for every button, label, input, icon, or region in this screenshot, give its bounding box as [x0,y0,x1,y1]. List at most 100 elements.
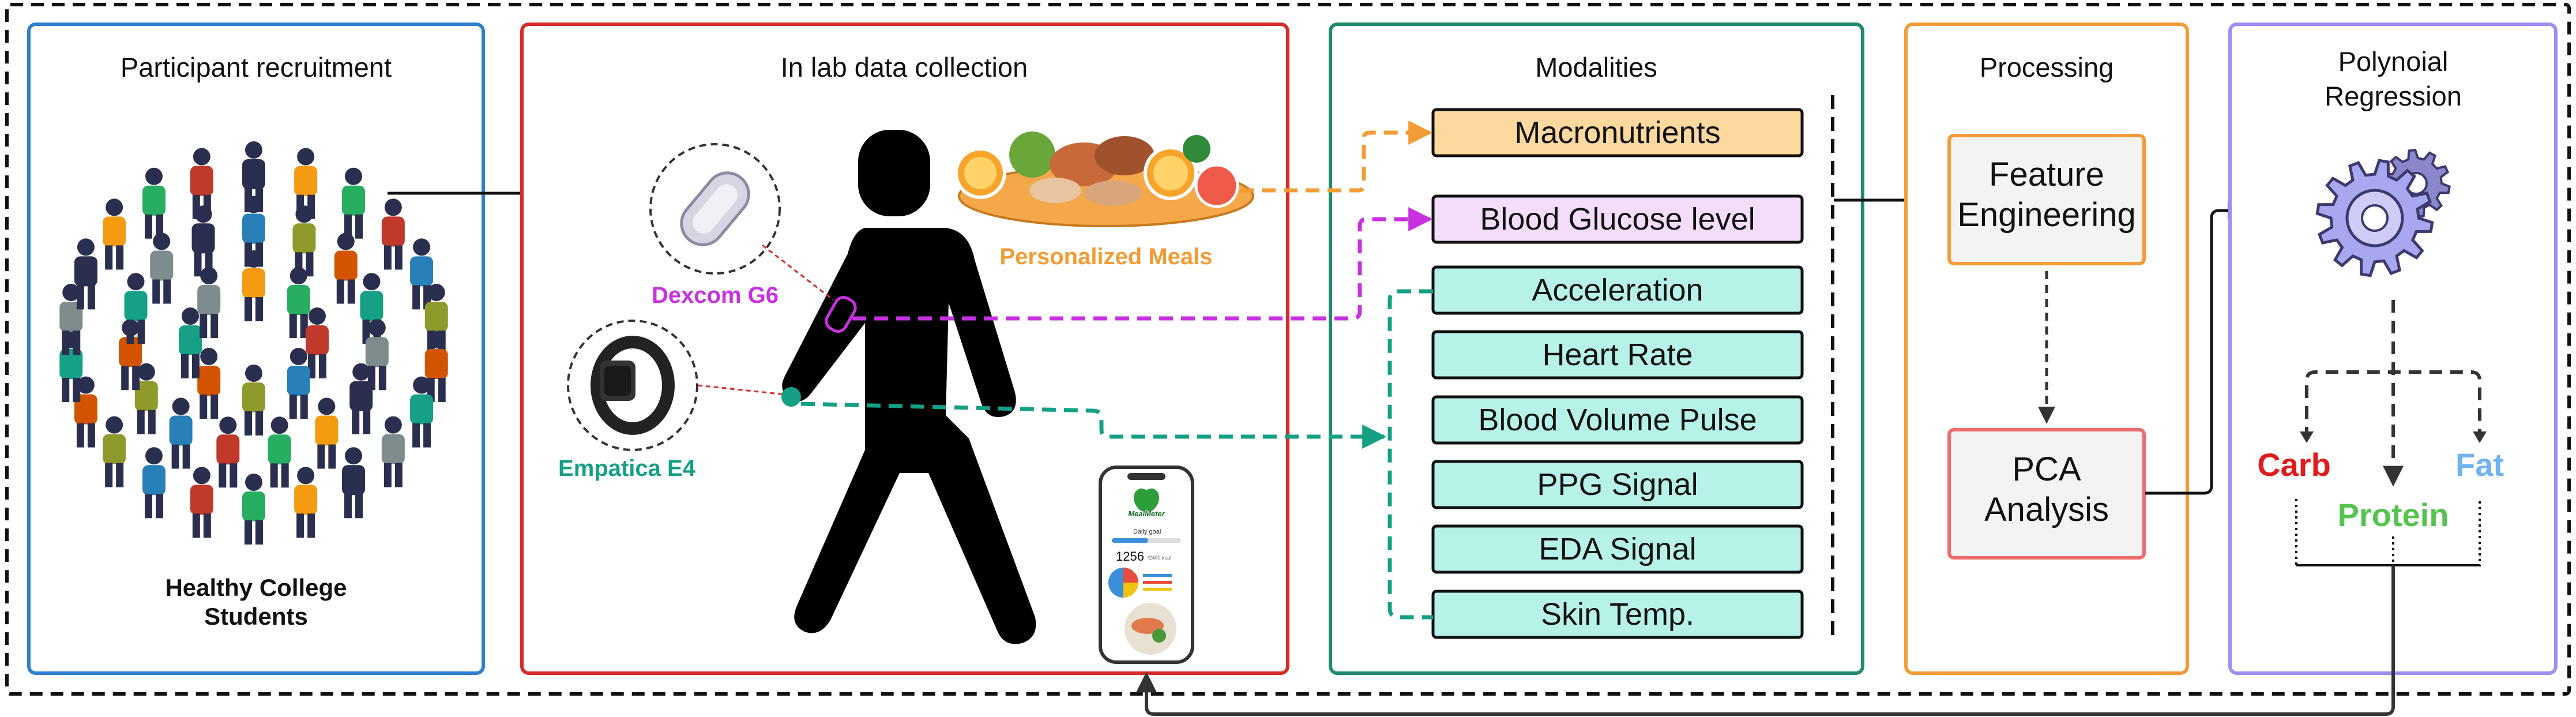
modality-item: Macronutrients [1431,108,1804,157]
meal-plate-icon [954,132,1254,227]
modality-label: EDA Signal [1539,532,1696,566]
flow-meals-to-macronutrients [1240,121,1433,193]
person-icon [179,307,202,378]
person-icon [197,348,221,419]
person-icon [134,363,158,434]
person-icon [410,376,434,448]
person-icon [365,319,389,391]
flow-dexcom-to-glucose [852,207,1433,321]
dexcom-connector [762,244,834,301]
person-icon [315,397,339,469]
modality-item: Blood Volume Pulse [1431,395,1804,445]
pca-analysis-box [1947,428,2146,560]
person-icon [242,365,265,436]
arrow-pca-to-regression [2145,202,2245,495]
modality-label: Blood Volume Pulse [1478,403,1757,437]
person-icon [306,307,329,378]
person-icon [216,416,240,488]
empatica-marker [781,387,801,407]
output-protein: Protein [2338,497,2449,533]
modality-label: Blood Glucose level [1480,202,1755,237]
modality-label: PPG Signal [1537,467,1698,502]
person-icon [242,196,265,267]
phone-mockup: MealMeter Daily goal 1256 /2400 kcal [1099,466,1194,664]
arrowhead-carb [2300,431,2314,443]
branch-to-carb-fat [2305,370,2481,440]
panel-title-regression-line1: Polynoial [2338,46,2449,77]
person-icon [287,348,310,419]
person-icon [103,416,126,487]
walking-person-icon [782,130,1036,644]
phone-calories-unit: /2400 kcal [1148,555,1171,561]
outer-frame [5,3,2571,696]
recruitment-caption-line1: Healthy College [165,574,347,601]
person-icon [142,447,166,519]
modality-item: EDA Signal [1431,524,1804,574]
modality-label: Acceleration [1532,273,1703,307]
person-icon [381,416,405,487]
person-icon [103,198,126,270]
person-icon [242,474,265,545]
person-icon [342,447,366,519]
flow-empatica-to-sensors [800,401,1387,449]
feature-engineering-line2: Engineering [1957,196,2136,234]
feature-engineering-line1: Feature [1989,156,2104,193]
person-icon [410,238,434,310]
panel-title-lab: In lab data collection [781,52,1028,82]
pca-analysis-line2: Analysis [1984,491,2109,528]
person-icon [342,167,366,239]
person-icon [197,266,221,338]
phone-app-name: MealMeter [1128,509,1165,518]
arrowhead-fat [2473,431,2487,443]
output-carb: Carb [2257,446,2331,483]
pca-analysis-line1: PCA [2012,451,2081,488]
modality-item: Acceleration [1431,265,1804,315]
dexcom-marker [825,296,857,333]
person-icon [169,397,193,469]
modality-label: Heart Rate [1542,337,1693,372]
panel-processing: Processing Feature Engineering PCA Analy… [1904,22,2189,675]
panel-title-processing: Processing [1980,52,2114,82]
feature-engineering-box [1947,134,2146,265]
person-icon [334,232,358,304]
dexcom-device-icon [649,143,781,275]
panel-recruitment: Participant recruitment Healthy College … [27,22,485,675]
person-icon [142,167,166,239]
modality-item: PPG Signal [1431,460,1804,509]
modality-label: Skin Temp. [1541,597,1694,632]
recruitment-caption-line2: Students [204,603,308,630]
arrow-feedback-to-phone [1136,565,2395,716]
phone-goal-progress [1112,538,1148,543]
panel-regression: Polynoial Regression Carb Fat Protein [2228,22,2558,675]
person-icon [287,266,310,338]
apple-logo-icon [1134,488,1159,512]
modality-item: Heart Rate [1431,330,1804,380]
phone-daily-goal: Daily goal [1133,528,1161,535]
people-crowd-icon [59,141,448,545]
gears-icon [2315,148,2451,277]
output-fat: Fat [2455,446,2504,483]
dexcom-label: Dexcom G6 [652,283,779,308]
person-icon [349,363,373,434]
modality-item: Blood Glucose level [1431,194,1804,244]
person-icon [150,232,174,304]
person-icon [268,416,291,488]
person-icon [74,238,97,310]
person-icon [124,273,148,344]
modality-item: Skin Temp. [1431,590,1804,639]
meals-label: Personalized Meals [999,244,1212,269]
panel-title-recruitment: Participant recruitment [121,52,392,82]
panel-title-modalities: Modalities [1535,52,1657,82]
phone-calories: 1256 [1116,549,1144,564]
empatica-device-icon [567,320,698,451]
person-icon [242,250,265,321]
person-icon [294,467,318,538]
person-icon [190,467,213,538]
modality-label: Macronutrients [1514,115,1720,150]
panel-lab: In lab data collection Dexcom G6 Empatic… [520,22,1289,675]
flow-sensor-bracket [1387,289,1433,620]
person-icon [381,198,405,270]
empatica-label: Empatica E4 [558,456,696,481]
panel-title-regression-line2: Regression [2325,81,2462,111]
